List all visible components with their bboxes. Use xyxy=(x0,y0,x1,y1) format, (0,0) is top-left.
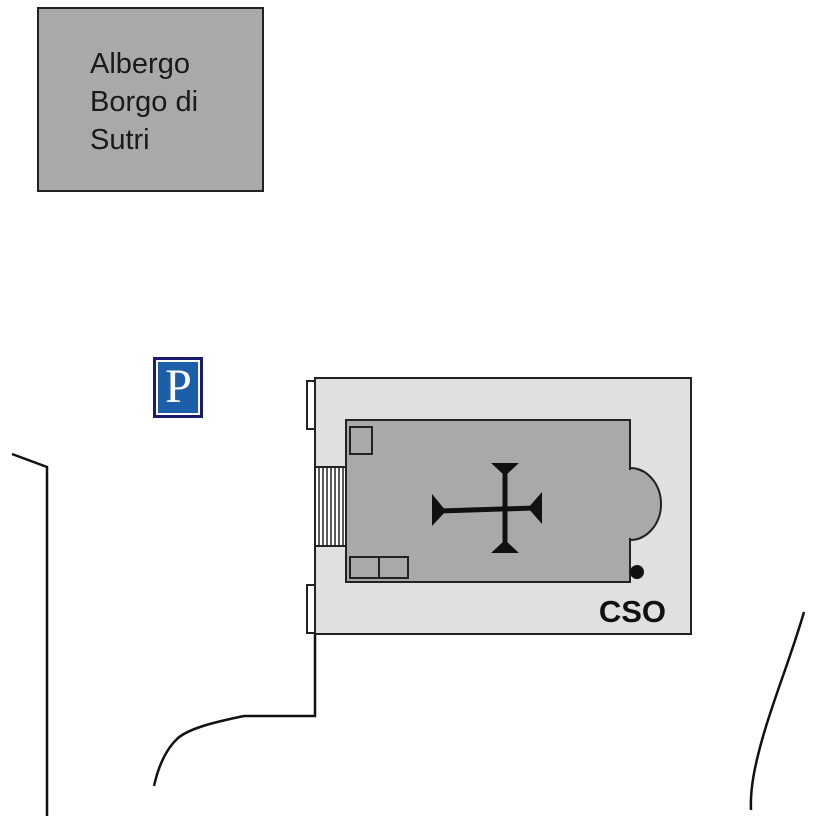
hotel-name-line: Albergo xyxy=(90,48,190,80)
roads xyxy=(11,452,806,816)
church-building[interactable] xyxy=(345,419,631,583)
road-south-curve xyxy=(152,714,245,787)
road-left-edge xyxy=(11,452,49,816)
interior-bench-right xyxy=(378,556,409,579)
church-code-label: CSO xyxy=(598,594,666,629)
parking-sign-icon[interactable] xyxy=(153,357,203,418)
entrance-steps xyxy=(314,466,348,547)
parking-letter: P xyxy=(165,360,192,413)
church-apse xyxy=(629,466,662,542)
gate-post-north xyxy=(306,380,316,430)
gate-post-south xyxy=(306,584,316,634)
hotel-name: Albergo Borgo di Sutri xyxy=(90,45,255,159)
hotel-name-line: Borgo di xyxy=(90,86,199,118)
cross-icon xyxy=(432,463,542,553)
interior-bench-left xyxy=(349,556,380,579)
road-south-edge xyxy=(244,632,317,718)
road-right-edge xyxy=(749,611,806,811)
tower-dot xyxy=(630,565,644,579)
hotel-name-line: Sutri xyxy=(90,124,150,156)
interior-square xyxy=(349,426,373,455)
hotel-building[interactable] xyxy=(37,7,264,192)
